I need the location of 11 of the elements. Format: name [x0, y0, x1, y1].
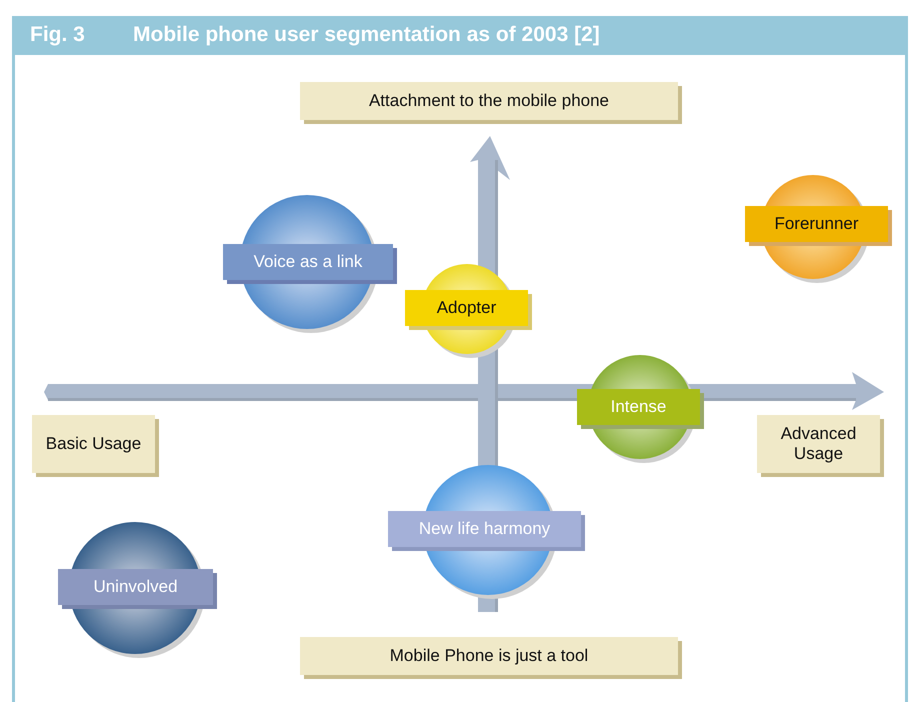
axis-label-box: Advanced Usage	[757, 415, 880, 473]
axis-label-box: Basic Usage	[32, 415, 155, 473]
segment-label: Intense	[577, 389, 700, 425]
figure-number: Fig. 3	[30, 22, 85, 48]
segment-label: Forerunner	[745, 206, 888, 242]
axis-label-box: Attachment to the mobile phone	[300, 82, 678, 120]
axis-label-box: Mobile Phone is just a tool	[300, 637, 678, 675]
segment-label: New life harmony	[388, 511, 581, 547]
figure-title: Mobile phone user segmentation as of 2003 [2]	[133, 22, 600, 48]
segment-label: Uninvolved	[58, 569, 213, 605]
segment-label: Voice as a link	[223, 244, 393, 280]
